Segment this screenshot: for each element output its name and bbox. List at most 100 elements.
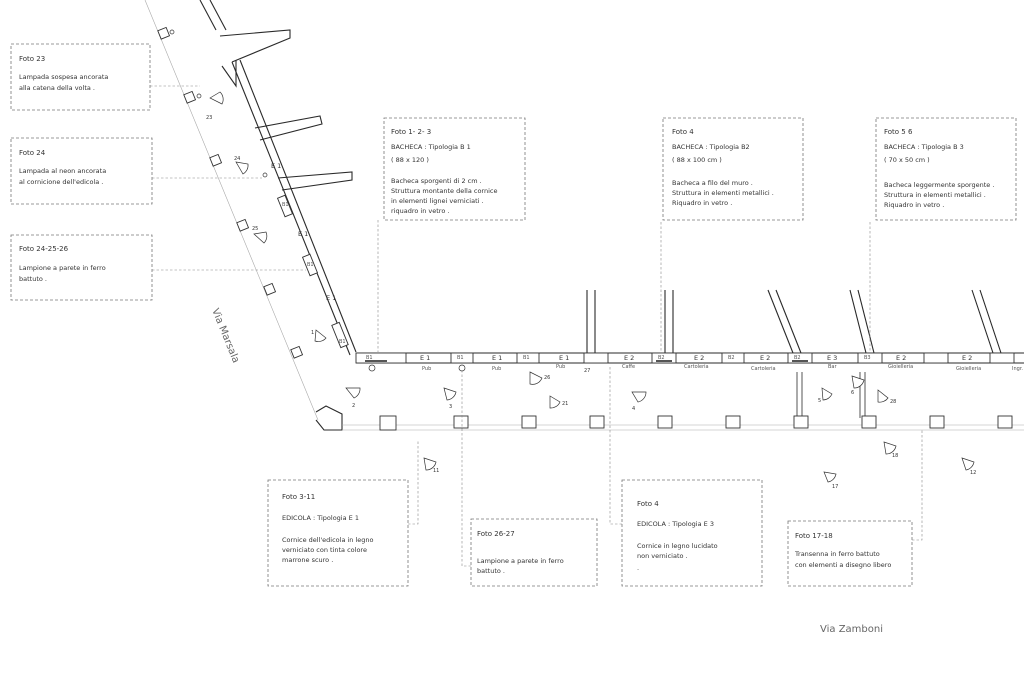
cross-wall [254, 115, 323, 141]
photo-number: 12 [970, 470, 976, 476]
shop-label: Pub [492, 366, 501, 372]
bacheca-b1 [450, 352, 474, 364]
pier-marker [236, 218, 250, 232]
wall-segment [239, 59, 357, 353]
note-line: battuto . [477, 567, 505, 575]
facade-labels: B1 B1 B1 B2 B2 B2 B3 B1 B1 B1 E 1 E 1 E … [271, 162, 1023, 372]
note-title: Foto 1- 2- 3 [391, 128, 431, 136]
bacheca-b2 [787, 352, 813, 364]
note-title: Foto 26-27 [477, 530, 515, 538]
bacheca-label: B2 [794, 355, 801, 361]
party-wall [979, 289, 1002, 354]
leader-lines [150, 85, 923, 567]
via-zamboni-wall [342, 289, 1024, 431]
note-line: Lampione a parete in ferro [477, 557, 564, 565]
shop-label: Cartoleria [751, 366, 776, 372]
note-line: al cornicione dell'edicola . [19, 178, 103, 186]
pillar [861, 415, 877, 429]
note-line: Struttura in elementi metallici . [884, 191, 986, 199]
portico-pillars [379, 415, 1013, 431]
note-line: Bacheca sporgenti di 2 cm . [391, 177, 482, 185]
bacheca-glass [365, 360, 387, 362]
note-line: Struttura montante della cornice [391, 187, 498, 195]
shop-label: Bar [828, 364, 837, 370]
bacheca-b2 [721, 352, 745, 364]
party-wall [849, 289, 867, 354]
bacheca-b1 [355, 352, 407, 364]
edicola-label: E 2 [896, 354, 906, 362]
photo-number: 24 [234, 156, 240, 162]
pier-marker [209, 153, 223, 167]
photo-number: 3 [449, 404, 452, 410]
note-box [787, 520, 913, 587]
wall-opening [301, 253, 319, 277]
bacheca-b3 [989, 352, 1015, 364]
shop-label: Ingr. [1012, 366, 1023, 372]
note-foto1-2-3: Foto 1- 2- 3 BACHECA : Tipologia B 1 ( 8… [383, 117, 526, 221]
note-foto24: Foto 24 Lampada al neon ancorata al corn… [10, 137, 153, 205]
camera-viewpoint-icon [209, 91, 224, 105]
corner-pier [315, 405, 343, 431]
note-line: BACHECA : Tipologia B 1 [391, 143, 471, 151]
note-foto4-bacheca: Foto 4 BACHECA : Tipologia B2 ( 88 x 100… [662, 117, 804, 221]
note-line: Riquadro in vetro . [884, 201, 944, 209]
note-box [875, 117, 1017, 221]
note-line: EDICOLA : Tipologia E 1 [282, 514, 359, 522]
note-line: Lampada sospesa ancorata [19, 73, 108, 81]
photo-viewpoints [209, 91, 975, 483]
cross-wall [219, 29, 291, 63]
note-box [10, 234, 153, 301]
camera-viewpoint-icon [443, 387, 457, 401]
camera-viewpoint-icon [423, 457, 437, 471]
bacheca-label: B2 [728, 355, 735, 361]
note-line: Riquadro in vetro . [672, 199, 732, 207]
note-line: battuto . [19, 275, 47, 283]
note-line: Cornice dell'edicola in legno [282, 536, 374, 544]
note-foto24-25-26: Foto 24-25-26 Lampione a parete in ferro… [10, 234, 153, 301]
note-box [267, 479, 409, 587]
shop-label: Gioielleria [888, 364, 913, 370]
note-title: Foto 23 [19, 55, 45, 63]
note-title: Foto 4 [637, 500, 659, 508]
note-title: Foto 4 [672, 128, 694, 136]
note-line: Transenna in ferro battuto [794, 550, 880, 558]
pier-markers-marsala [157, 26, 304, 359]
photo-number: 21 [562, 401, 568, 407]
note-title: Foto 24 [19, 149, 46, 157]
bacheca-glass [792, 360, 808, 362]
camera-viewpoint-icon [235, 161, 249, 175]
wall-segment [231, 61, 351, 356]
pier-marker [157, 26, 171, 40]
leader-line [912, 430, 923, 541]
note-box [383, 117, 526, 221]
pillar [657, 415, 673, 429]
pillar [793, 415, 809, 429]
bacheca-label: B2 [658, 355, 665, 361]
pillar [521, 415, 537, 429]
wall-segment [199, 0, 217, 31]
bacheca-b3 [857, 352, 883, 364]
camera-viewpoint-icon [821, 387, 833, 401]
pier-marker [290, 345, 304, 359]
leader-line [609, 365, 622, 525]
note-box [662, 117, 804, 221]
wall-segment [209, 0, 227, 31]
bacheca-b2 [651, 352, 677, 364]
pillar [379, 415, 397, 431]
note-line: Lampada al neon ancorata [19, 167, 106, 175]
camera-viewpoint-icon [345, 387, 361, 399]
note-foto3-11: Foto 3-11 EDICOLA : Tipologia E 1 Cornic… [267, 479, 409, 587]
note-line: . [637, 564, 639, 572]
note-line: EDICOLA : Tipologia E 3 [637, 520, 714, 528]
note-line: in elementi lignei verniciati . [391, 197, 484, 205]
note-title: Foto 24-25-26 [19, 245, 69, 253]
note-line: Lampione a parete in ferro [19, 264, 106, 272]
edicola-label: E 1 [271, 162, 281, 170]
note-line: Cornice in legno lucidato [637, 542, 718, 550]
note-foto17-18: Foto 17-18 Transenna in ferro battuto co… [787, 520, 913, 587]
note-foto5-6: Foto 5 6 BACHECA : Tipologia B 3 ( 70 x … [875, 117, 1017, 221]
cross-wall [277, 171, 353, 191]
bacheca-b3 [923, 352, 949, 364]
lamp-point [169, 29, 175, 35]
shop-label: Cartoleria [684, 364, 709, 370]
